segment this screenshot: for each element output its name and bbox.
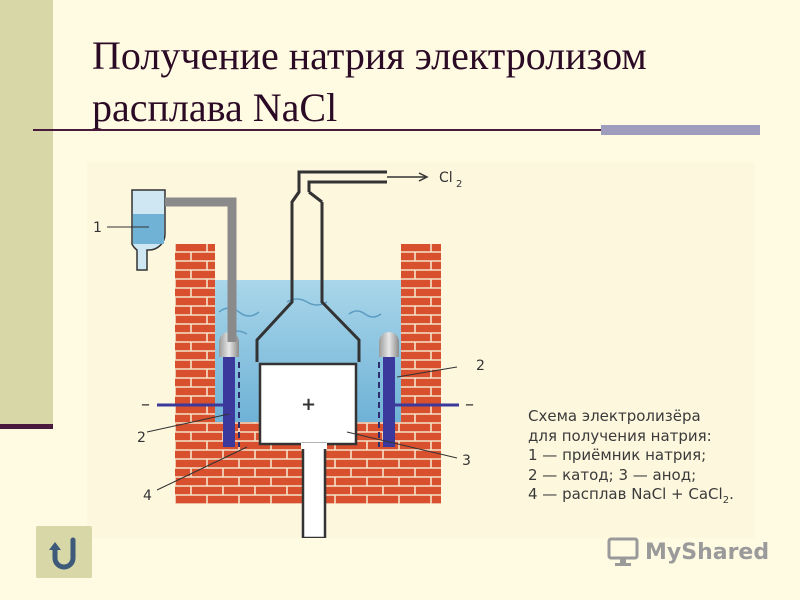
label-3: 3	[462, 453, 471, 469]
legend-line-5-text: 4 — расплав NaCl + CaCl	[528, 485, 723, 504]
legend-line-1: Схема электролизёра	[528, 407, 701, 425]
monitor-icon	[607, 537, 639, 566]
label-1: 1	[93, 220, 102, 236]
cathode-left	[223, 357, 235, 447]
watermark: MyShared	[607, 537, 769, 567]
brick-base-left	[175, 462, 303, 504]
gas-arrow-head	[418, 172, 429, 182]
legend-line-5: 4 — расплав NaCl + CaCl2.	[528, 485, 734, 511]
electrolyzer-diagram: Cl 2 + – – 1 2 2 3 4	[93, 170, 485, 538]
label-4: 4	[143, 488, 152, 504]
cathode-sign-right: –	[465, 394, 474, 415]
legend-line-3: 1 — приёмник натрия;	[528, 446, 707, 465]
back-button[interactable]	[36, 526, 92, 578]
hood-neck	[290, 190, 323, 204]
slide-title-line2: расплава NaCl	[92, 85, 338, 130]
u-turn-back-icon	[49, 537, 76, 570]
slide-title: Получение натрия электролизом расплава N…	[92, 30, 782, 134]
electrolyzer-figure: Cl 2 + – – 1 2 2 3 4	[87, 162, 755, 538]
anode-stem	[301, 442, 327, 538]
cathode-right	[383, 357, 395, 447]
anode	[258, 362, 358, 446]
receiver-pipe	[165, 197, 237, 342]
gas-label-subscript: 2	[456, 179, 462, 190]
brick-wall-right	[401, 244, 441, 504]
anode-joint	[301, 443, 327, 449]
left-decor-bar	[0, 0, 53, 425]
gas-label: Cl	[439, 170, 453, 186]
brick-wall-left	[175, 244, 215, 504]
title-accent-bar	[601, 125, 760, 135]
legend-line-5-suffix: .	[729, 485, 734, 504]
watermark-text: MyShared	[645, 539, 770, 565]
label-2-right: 2	[476, 358, 485, 374]
cathode-sign-left: –	[141, 394, 150, 415]
callout-line-3	[346, 431, 458, 459]
title-underline	[33, 129, 760, 131]
sodium-receiver-liquid	[133, 214, 164, 244]
slide-title-line1: Получение натрия электролизом	[92, 33, 647, 78]
callout-line-4	[156, 446, 248, 491]
melt-waves	[218, 298, 382, 335]
anode-sign: +	[301, 394, 316, 415]
legend-line-4: 2 — катод; 3 — анод;	[528, 465, 697, 484]
legend-line-2: для получения натрия:	[528, 426, 712, 445]
callout-line-2-left	[146, 413, 230, 433]
legend-line-5-subscript: 2	[722, 495, 730, 507]
label-2-left: 2	[137, 430, 146, 446]
diagram-legend: Схема электролизёра для получения натрия…	[528, 407, 734, 511]
left-decor-dash	[0, 424, 53, 429]
cathode-cap-right	[379, 332, 399, 357]
brick-base-right	[325, 462, 441, 504]
callout-line-2-right	[396, 366, 458, 378]
